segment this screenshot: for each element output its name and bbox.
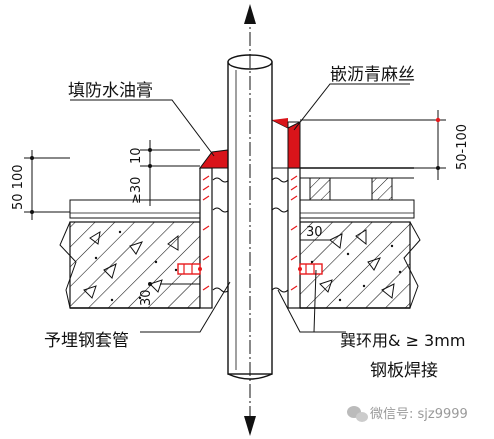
watermark: 微信号: sjz9999 — [347, 406, 468, 422]
dim-right-outer: 50-100 — [455, 124, 470, 170]
concrete-slab — [59, 199, 421, 309]
dim-left-upper-b: 10 — [129, 147, 144, 164]
sleeve-extension — [287, 121, 301, 169]
steel-sleeve — [199, 167, 301, 309]
wechat-icon — [347, 406, 368, 422]
raised-floor — [300, 167, 414, 201]
label-ring-weld-line1: 巽环用& ≥ 3mm — [340, 331, 465, 350]
dim-right-gap: 30 — [306, 225, 323, 240]
label-embed-asphalt-hemp: 嵌沥青麻丝 — [330, 65, 415, 85]
dimension-ticks — [30, 117, 441, 286]
anchor-ring — [177, 263, 323, 275]
leader-lines — [70, 83, 410, 333]
label-embedded-steel-sleeve: 予埋钢套管 — [44, 331, 129, 351]
asphalt-hemp-filling — [212, 177, 289, 293]
dim-left-upper-a: ≥30 — [129, 177, 144, 204]
center-axis — [244, 4, 256, 436]
dim-left-outer: 50 100 — [11, 165, 26, 211]
dim-left-lower: 30 — [139, 289, 154, 306]
watermark-text: 微信号: sjz9999 — [370, 407, 468, 422]
label-ring-weld-line2: 钢板焊接 — [370, 361, 438, 381]
label-fill-waterproof-paste: 填防水油膏 — [68, 80, 153, 101]
